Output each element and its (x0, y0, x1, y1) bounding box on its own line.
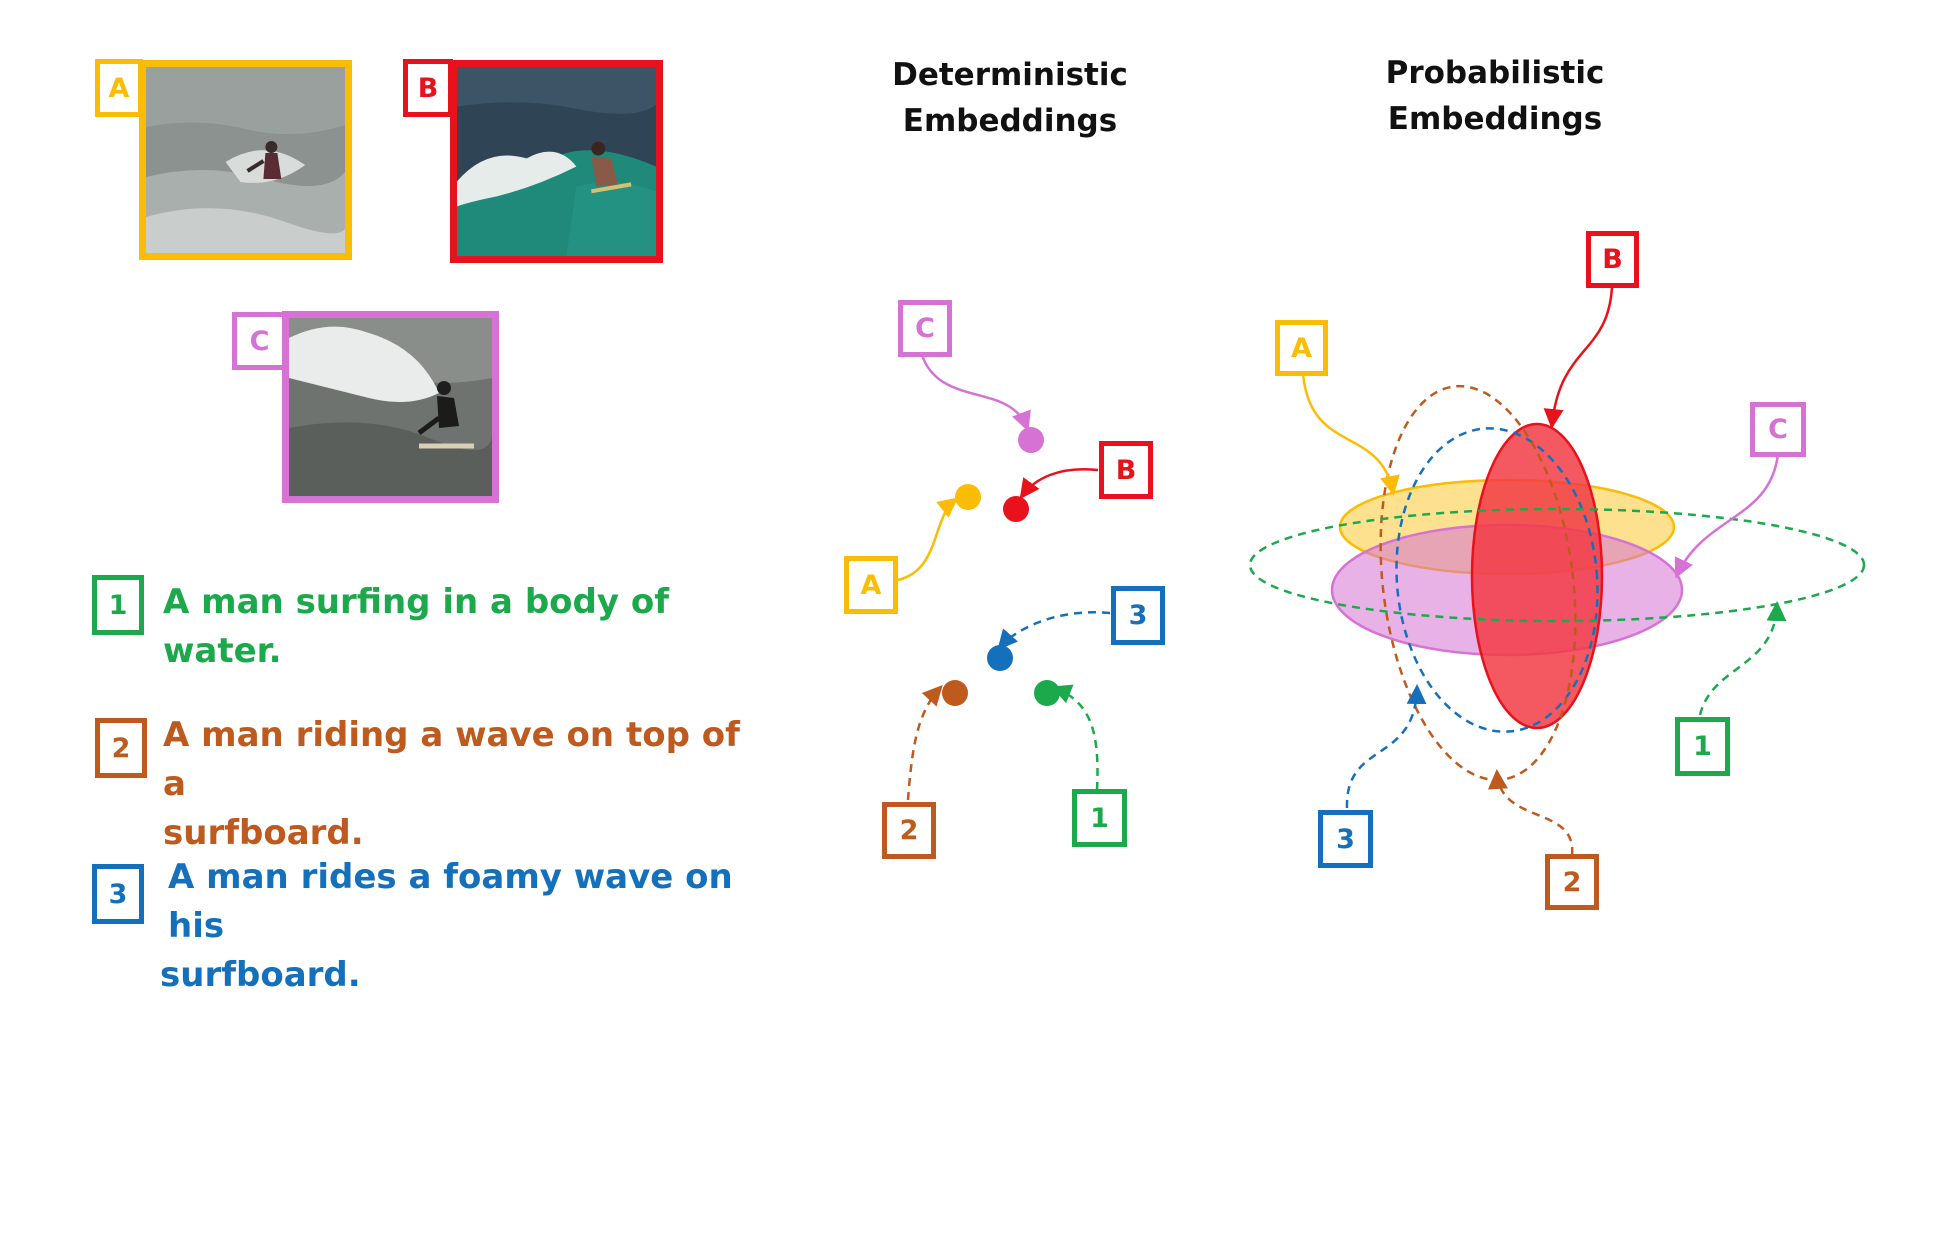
caption-3-line-2: surfboard. (160, 955, 361, 995)
arrow-1-to-distribution (1698, 601, 1787, 716)
deterministic-tag-3: 3 (1111, 586, 1165, 645)
probabilistic-tag-c: C (1750, 402, 1806, 457)
point-c (1018, 427, 1044, 453)
arrow-b-to-distribution (1543, 286, 1614, 429)
image-c-tag: C (232, 312, 287, 370)
probabilistic-tag-a: A (1275, 320, 1328, 376)
arrow-c-to-distribution (1674, 453, 1780, 579)
deterministic-heading-line-2: Embeddings (902, 103, 1118, 139)
distribution-2 (1379, 384, 1577, 782)
caption-2-line-2: surfboard. (163, 813, 364, 853)
arrow-a-to-point (897, 497, 959, 582)
image-b-tag: B (403, 59, 453, 117)
probabilistic-tag-1: 1 (1675, 717, 1730, 776)
probabilistic-distributions (1248, 384, 1866, 782)
caption-1: A man surfing in a body of water. (163, 578, 763, 676)
arrow-a-to-distribution (1301, 372, 1400, 496)
caption-1-line-1: A man surfing in a body of water. (163, 582, 670, 671)
distribution-1 (1248, 507, 1866, 623)
caption-2: A man riding a wave on top of a surfboar… (163, 711, 763, 858)
point-3 (987, 645, 1013, 671)
deterministic-arrows (897, 354, 1111, 801)
deterministic-tag-2: 2 (882, 802, 936, 859)
arrow-1-to-point (1051, 684, 1099, 791)
probabilistic-tag-b: B (1586, 231, 1639, 288)
probabilistic-tag-2: 2 (1545, 854, 1599, 910)
surf-photo-a (139, 60, 352, 260)
arrow-3-to-point (997, 611, 1111, 650)
point-b (1003, 496, 1029, 522)
caption-3: A man rides a foamy wave on his surfboar… (160, 853, 780, 1000)
caption-2-tag: 2 (95, 718, 147, 778)
caption-1-tag: 1 (92, 575, 144, 635)
deterministic-tag-a: A (844, 556, 898, 614)
arrow-b-to-point (1019, 468, 1099, 500)
distribution-b (1470, 422, 1604, 730)
point-2 (942, 680, 968, 706)
probabilistic-heading-line-2: Embeddings (1387, 101, 1603, 137)
point-1 (1034, 680, 1060, 706)
surf-photo-b (450, 60, 663, 263)
arrow-c-to-point (920, 354, 1031, 432)
caption-2-line-1: A man riding a wave on top of a (163, 715, 740, 804)
probabilistic-tag-3: 3 (1318, 810, 1373, 868)
deterministic-tag-b: B (1099, 441, 1153, 499)
probabilistic-arrows (1301, 286, 1787, 856)
surf-photo-c (282, 311, 499, 503)
deterministic-tag-c: C (898, 300, 952, 357)
deterministic-tag-1: 1 (1072, 789, 1127, 847)
arrow-2-to-distribution (1487, 769, 1574, 856)
distribution-3 (1395, 427, 1599, 733)
caption-3-tag: 3 (92, 864, 144, 924)
deterministic-heading-line-1: Deterministic (892, 57, 1128, 93)
arrow-2-to-point (906, 685, 943, 801)
deterministic-points (942, 427, 1060, 706)
image-a-tag: A (95, 59, 143, 117)
point-a (955, 484, 981, 510)
deterministic-heading: Deterministic Embeddings (860, 52, 1160, 144)
arrow-3-to-distribution (1345, 684, 1427, 809)
caption-3-line-1: A man rides a foamy wave on his (168, 857, 733, 946)
probabilistic-heading-line-1: Probabilistic (1385, 55, 1605, 91)
probabilistic-heading: Probabilistic Embeddings (1345, 50, 1645, 142)
